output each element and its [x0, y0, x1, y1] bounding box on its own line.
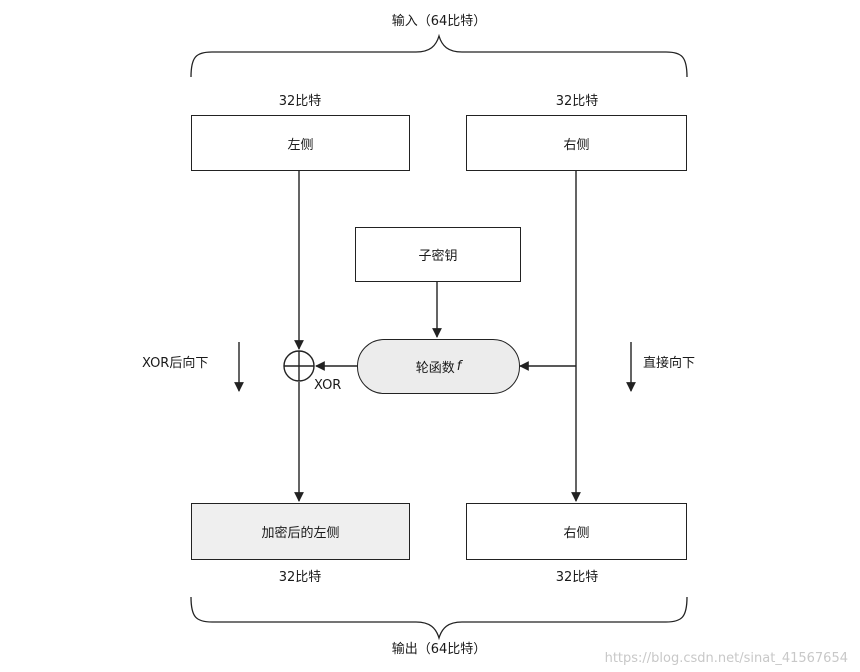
right-half-box: 右侧: [466, 115, 687, 171]
left-top-bits-label: 32比特: [278, 94, 322, 109]
xor-symbol-icon: [283, 350, 315, 382]
subkey-label: 子密钥: [418, 249, 458, 264]
subkey-box: 子密钥: [355, 227, 521, 282]
output-brace: [190, 596, 688, 641]
right-top-bits-label: 32比特: [555, 94, 599, 109]
input-brace: [190, 33, 688, 78]
left-half-label: 左侧: [287, 137, 314, 153]
encrypted-left-label: 加密后的左侧: [261, 526, 340, 541]
encrypted-left-box: 加密后的左侧: [191, 503, 410, 560]
input-label: 输入（64比特）: [391, 14, 487, 29]
xor-label: XOR: [314, 378, 342, 393]
output-right-box: 右侧: [466, 503, 687, 560]
round-function-variable: f: [456, 359, 462, 374]
watermark-text: https://blog.csdn.net/sinat_41567654: [604, 651, 848, 666]
xor-direction-label: XOR后向下: [142, 356, 209, 371]
output-label: 输出（64比特）: [391, 642, 487, 657]
round-function-label: 轮函数: [415, 361, 455, 376]
right-bottom-bits-label: 32比特: [555, 570, 599, 585]
right-half-label: 右侧: [563, 137, 590, 153]
output-right-label: 右侧: [563, 526, 590, 541]
left-half-box: 左侧: [191, 115, 410, 171]
straight-direction-label: 直接向下: [643, 356, 696, 371]
left-bottom-bits-label: 32比特: [278, 570, 322, 585]
